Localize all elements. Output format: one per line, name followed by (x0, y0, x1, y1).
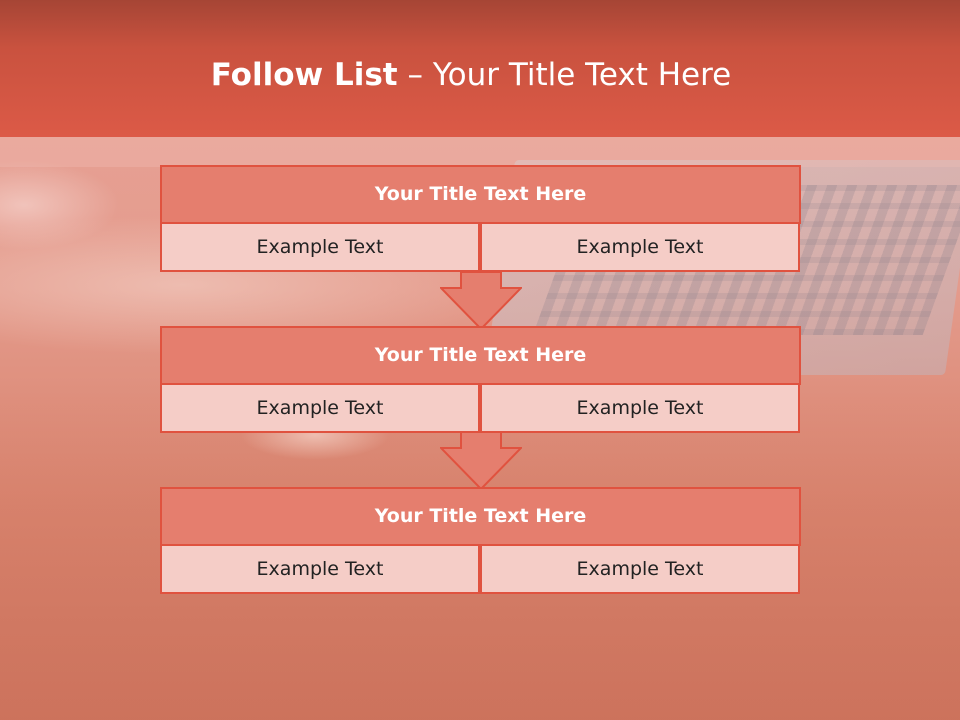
down-arrow-icon (440, 432, 522, 490)
block-title: Your Title Text Here (160, 487, 801, 546)
list-block-2: Your Title Text Here Example Text Exampl… (160, 326, 801, 433)
block-cell-right: Example Text (480, 222, 800, 272)
block-cell-right: Example Text (480, 544, 800, 594)
block-cell-left: Example Text (160, 222, 480, 272)
header-strip (0, 137, 960, 167)
block-title: Your Title Text Here (160, 326, 801, 385)
background-sleeve (0, 160, 120, 250)
block-cell-left: Example Text (160, 544, 480, 594)
header-bar (0, 0, 960, 137)
block-cell-right: Example Text (480, 383, 800, 433)
list-block-3: Your Title Text Here Example Text Exampl… (160, 487, 801, 594)
block-cell-left: Example Text (160, 383, 480, 433)
list-block-1: Your Title Text Here Example Text Exampl… (160, 165, 801, 272)
title-bold: Follow List (210, 57, 398, 93)
block-title: Your Title Text Here (160, 165, 801, 224)
page-title: Follow List – Your Title Text Here (0, 52, 942, 98)
title-rest: – Your Title Text Here (407, 57, 732, 93)
down-arrow-icon (440, 272, 522, 330)
